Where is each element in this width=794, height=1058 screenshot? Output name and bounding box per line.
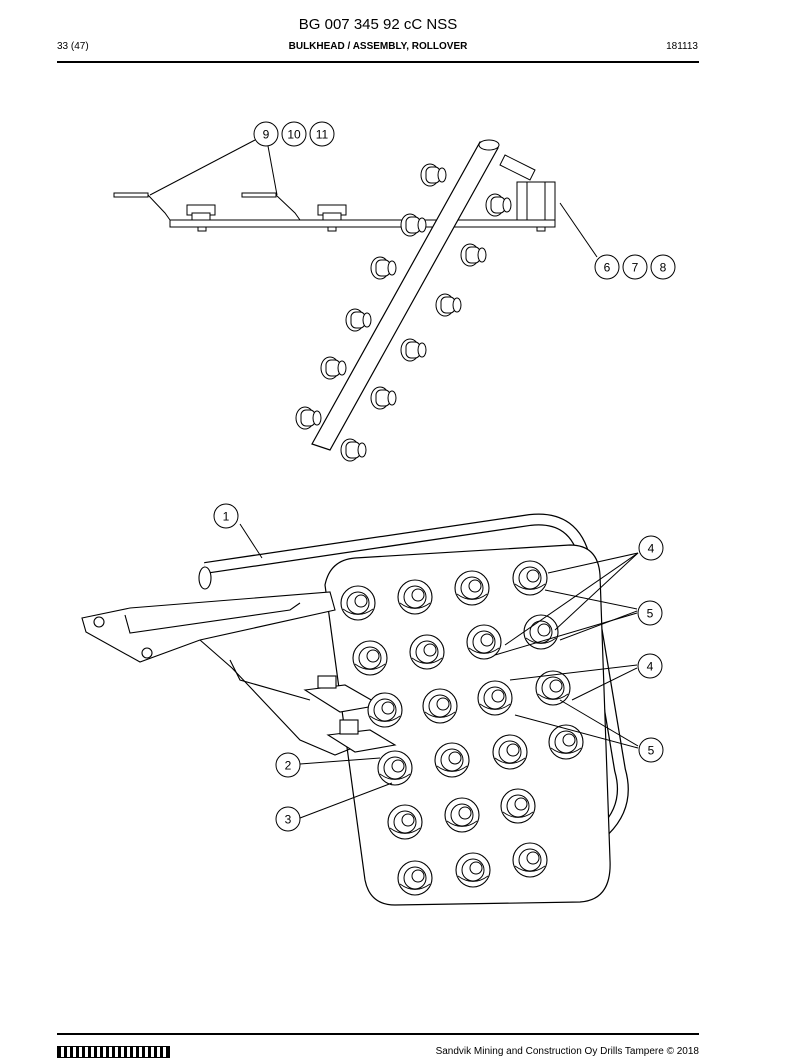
svg-text:6: 6 [604,261,611,275]
side-view [113,139,598,462]
svg-text:5: 5 [648,744,655,758]
isometric-view [81,513,639,906]
callout-2: 2 [275,752,301,778]
svg-text:9: 9 [263,128,270,142]
callout-5-lower: 5 [638,737,664,763]
footer-copyright: Sandvik Mining and Construction Oy Drill… [435,1046,699,1057]
callout-5-upper: 5 [637,600,663,626]
header-rule [57,61,699,63]
callout-1: 1 [213,503,239,529]
svg-text:4: 4 [648,542,655,556]
page-title: BULKHEAD / ASSEMBLY, ROLLOVER [288,41,468,52]
svg-text:4: 4 [647,660,654,674]
callout-4-upper: 4 [638,535,664,561]
date-code: 181113 [666,41,698,52]
callout-4-lower: 4 [637,653,663,679]
sandvik-logo [57,1046,170,1058]
page-number: 33 (47) [57,41,89,52]
callout-10: 10 [281,121,307,147]
callout-3: 3 [275,806,301,832]
callout-8: 8 [650,254,676,280]
callout-7: 7 [622,254,648,280]
svg-text:3: 3 [285,813,292,827]
svg-text:8: 8 [660,261,667,275]
svg-text:1: 1 [223,510,230,524]
callout-11: 11 [309,121,335,147]
svg-text:10: 10 [287,128,301,142]
svg-text:7: 7 [632,261,639,275]
document-number: BG 007 345 92 cC NSS [298,16,458,33]
callout-9: 9 [253,121,279,147]
svg-text:2: 2 [285,759,292,773]
footer-rule [57,1033,699,1035]
callout-6: 6 [594,254,620,280]
svg-text:5: 5 [647,607,654,621]
svg-text:11: 11 [316,128,329,142]
